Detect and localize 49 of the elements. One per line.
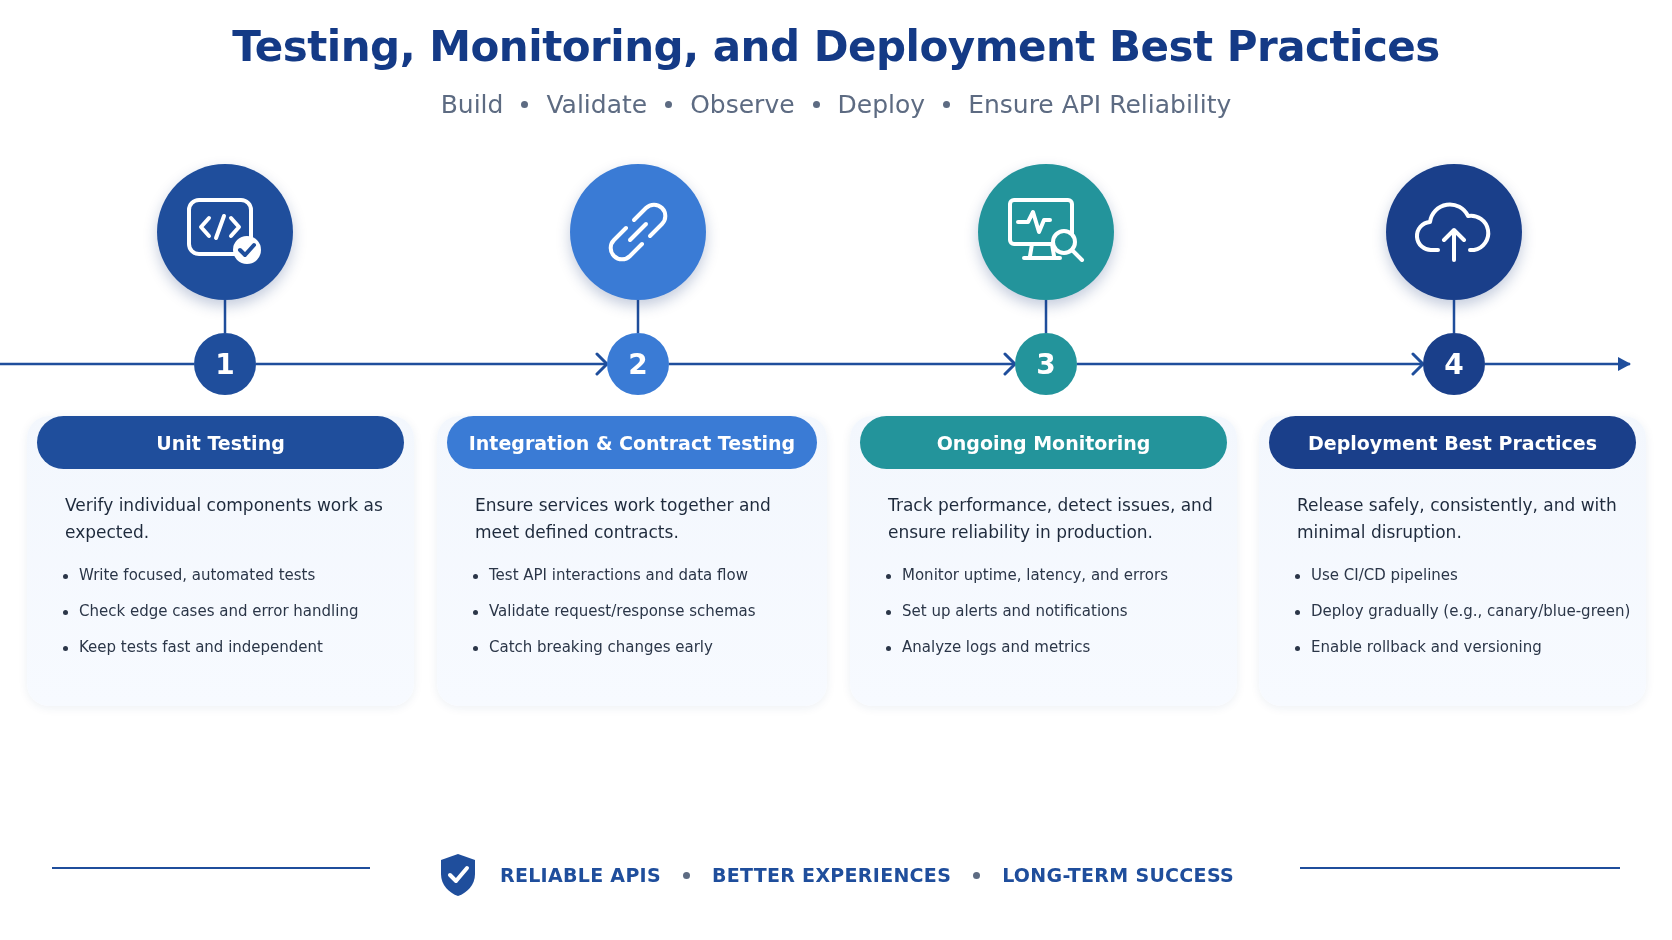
timeline-arrow	[256, 352, 609, 376]
step-card	[27, 416, 414, 706]
icon-circle	[570, 164, 706, 300]
step-heading-pill: Deployment Best Practices	[1269, 416, 1636, 469]
subtitle-text: Deploy	[837, 90, 926, 119]
subtitle-text: Validate	[546, 90, 648, 119]
subtitle-text: Observe	[690, 90, 795, 119]
bullet-item: Monitor uptime, latency, and errors	[886, 566, 1231, 584]
bullet-item: Deploy gradually (e.g., canary/blue-green)	[1295, 602, 1640, 620]
connector-line	[1044, 300, 1048, 333]
bullet-item: Check edge cases and error handling	[63, 602, 408, 620]
card-description: Verify individual components work as expected.	[65, 494, 384, 544]
timeline-arrow	[669, 352, 1017, 376]
step-card	[437, 416, 827, 706]
icon-circle	[157, 164, 293, 300]
step-number: 1	[194, 333, 256, 395]
step-heading-pill: Integration & Contract Testing	[447, 416, 817, 469]
step-number: 2	[607, 333, 669, 395]
step-number: 3	[1015, 333, 1077, 395]
subtitle-text: Build	[440, 90, 504, 119]
bullet-item: Write focused, automated tests	[63, 566, 408, 584]
diagram-title: Testing, Monitoring, and Deployment Best Practices	[231, 22, 1441, 71]
timeline-arrow	[1077, 352, 1425, 376]
footer-text: BETTER EXPERIENCES	[711, 864, 952, 886]
bullet-item: Test API interactions and data flow	[473, 566, 821, 584]
bullet-item: Set up alerts and notifications	[886, 602, 1231, 620]
step-number: 4	[1423, 333, 1485, 395]
step-card	[1259, 416, 1646, 706]
step-card	[850, 416, 1237, 706]
subtitle-text: Ensure API Reliability	[968, 90, 1232, 119]
connector-line	[223, 300, 227, 333]
card-description: Ensure services work together and meet defined contracts.	[475, 494, 772, 544]
timeline-arrow	[1485, 357, 1631, 371]
icon-circle	[1386, 164, 1522, 300]
step-heading-pill: Ongoing Monitoring	[860, 416, 1227, 469]
icon-circle	[978, 164, 1114, 300]
connector-line	[636, 300, 640, 333]
step-heading-pill: Unit Testing	[37, 416, 404, 469]
bullet-item: Catch breaking changes early	[473, 638, 821, 656]
bullet-item: Analyze logs and metrics	[886, 638, 1231, 656]
bullet-item: Use CI/CD pipelines	[1295, 566, 1640, 584]
bullet-item: Keep tests fast and independent	[63, 638, 408, 656]
bullet-item: Enable rollback and versioning	[1295, 638, 1640, 656]
footer-text: LONG-TERM SUCCESS	[1002, 864, 1234, 886]
card-description: Release safely, consistently, and with minimal disruption.	[1297, 494, 1618, 544]
footer-text: RELIABLE APIS	[500, 864, 661, 886]
bullet-item: Validate request/response schemas	[473, 602, 821, 620]
card-description: Track performance, detect issues, and ensure reliability in production.	[888, 494, 1214, 544]
connector-line	[1452, 300, 1456, 333]
